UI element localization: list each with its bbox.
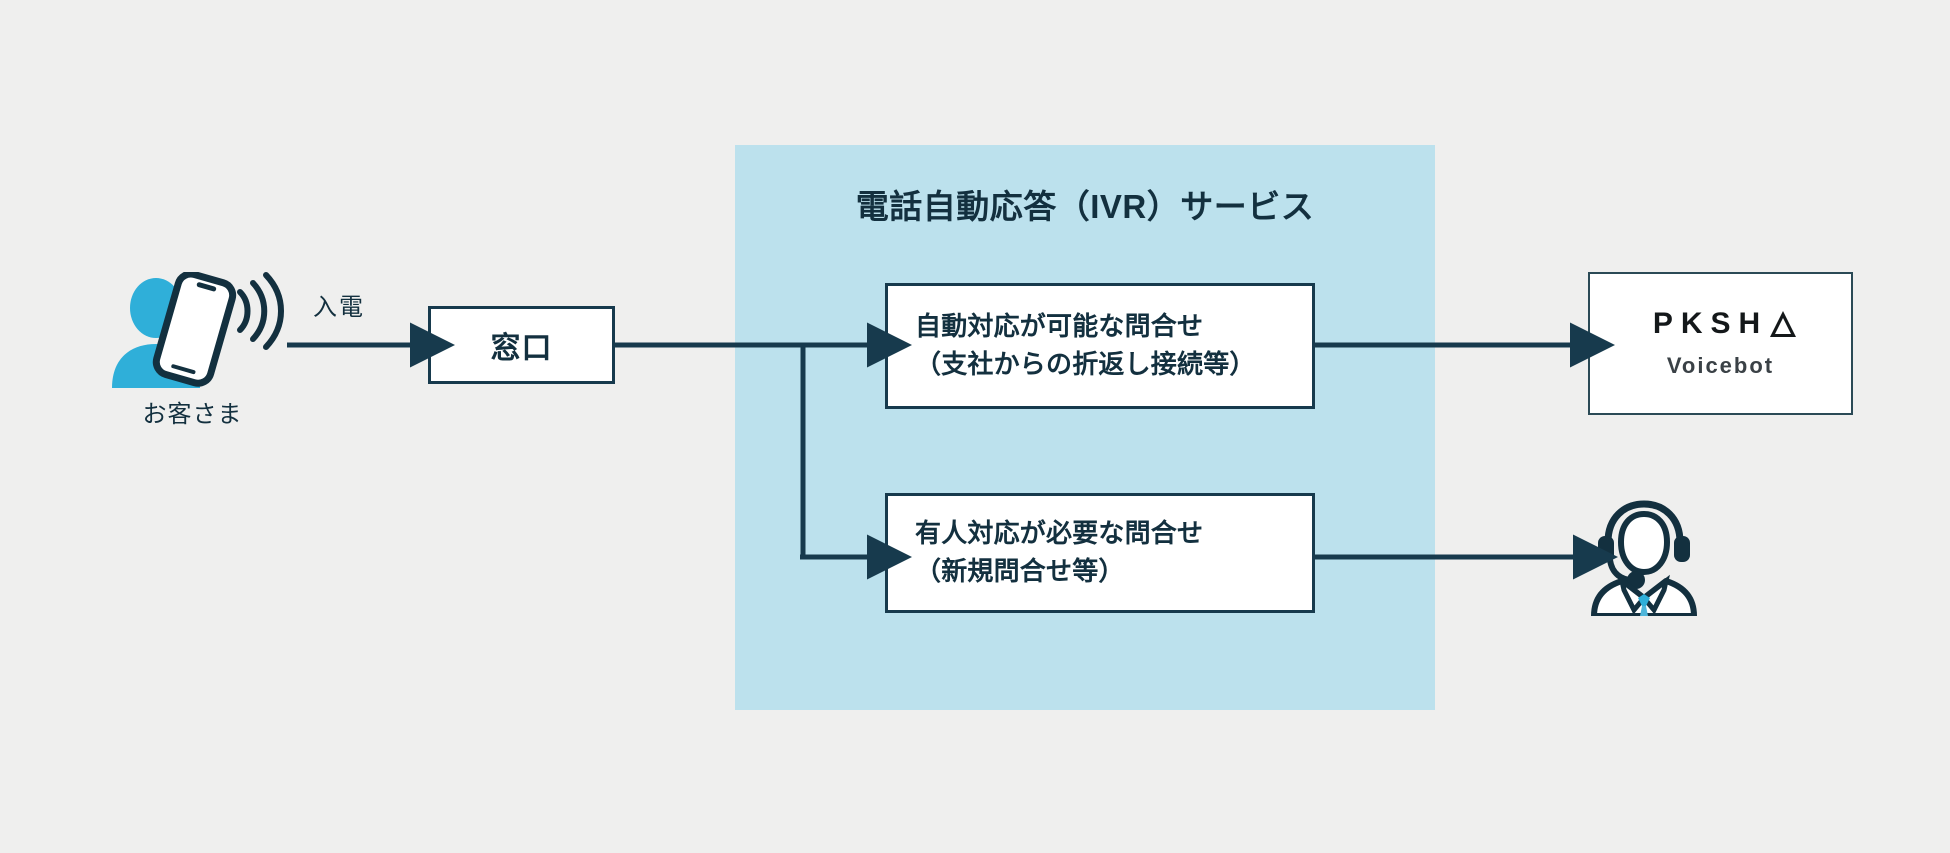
person-with-smartphone-icon <box>112 270 284 388</box>
human-response-line2: （新規問合せ等） <box>915 556 1125 586</box>
pksha-subtitle: Voicebot <box>1666 352 1775 378</box>
pksha-voicebot-box: PKSH Voicebot <box>1588 272 1853 415</box>
reception-box-label: 窓口 <box>490 332 553 365</box>
headset-operator-group <box>1588 498 1700 619</box>
auto-response-box-text: 自動対応が可能な問合せ （支社からの折返し接続等） <box>915 308 1256 383</box>
customer-label: お客さま <box>142 401 243 428</box>
incoming-call-label: 入電 <box>313 294 365 321</box>
pksha-logo: PKSH <box>1645 306 1797 340</box>
reception-box: 窓口 <box>428 306 615 384</box>
ivr-panel-title: 電話自動応答（IVR）サービス <box>855 188 1315 225</box>
pksha-wordmark-text: PKSH <box>1652 306 1769 340</box>
ivr-service-panel: 電話自動応答（IVR）サービス <box>735 145 1435 710</box>
auto-response-line1: 自動対応が可能な問合せ <box>915 311 1204 342</box>
headset-operator-icon <box>1591 500 1697 619</box>
auto-response-line2: （支社からの折返し接続等） <box>915 349 1256 379</box>
human-response-line1: 有人対応が必要な問合せ <box>915 518 1204 549</box>
human-response-box-text: 有人対応が必要な問合せ （新規問合せ等） <box>915 515 1203 590</box>
pksha-triangle-a-icon <box>1770 310 1797 337</box>
customer-group: お客さま <box>100 270 330 447</box>
human-response-box: 有人対応が必要な問合せ （新規問合せ等） <box>885 493 1315 613</box>
auto-response-box: 自動対応が可能な問合せ （支社からの折返し接続等） <box>885 283 1315 409</box>
